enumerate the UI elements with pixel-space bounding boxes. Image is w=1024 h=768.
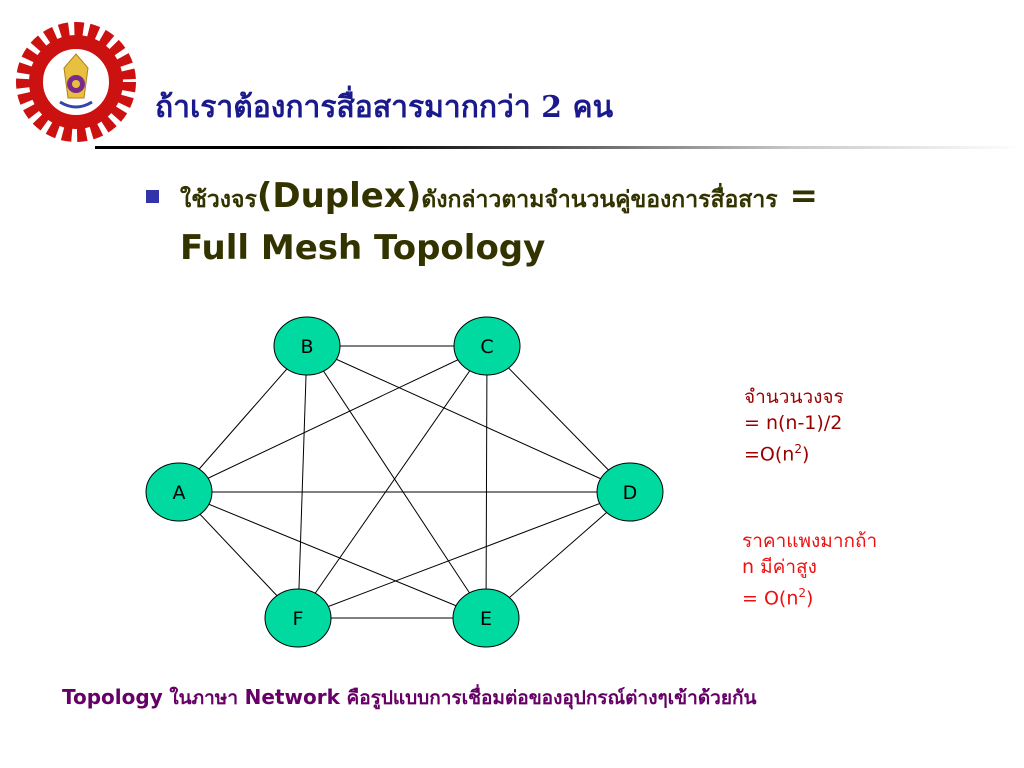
- circuit-count-formula: = n(n-1)/2: [744, 412, 843, 434]
- edge-A-C: [178, 345, 488, 493]
- node-E-label: E: [480, 608, 492, 630]
- node-E-shape: [452, 588, 520, 648]
- node-C-label: C: [480, 336, 493, 358]
- node-A-shape: [145, 462, 213, 522]
- computer-engineering-logo: [16, 22, 136, 142]
- edge-B-F: [297, 345, 308, 619]
- mesh-nodes: A B C D E F: [145, 316, 664, 648]
- node-D-shape: [596, 462, 664, 522]
- bullet-middle: ดังกล่าวตามจำนวนคู่ของการสื่อสาร: [421, 186, 778, 213]
- footer-text2: คือรูปแบบการเชื่อมต่อของอุปกรณ์ต่างๆเข้า…: [339, 687, 757, 709]
- footer-definition: Topology ในภาษา Network คือรูปแบบการเชื่…: [62, 683, 756, 713]
- edge-D-F: [297, 491, 631, 619]
- node-C-shape: [453, 316, 521, 376]
- node-F: F: [264, 588, 332, 648]
- node-D-label: D: [623, 482, 638, 504]
- edge-C-E: [485, 345, 488, 619]
- mesh-edges: [178, 345, 631, 619]
- footer-term-topology: Topology: [62, 685, 163, 709]
- edge-C-F: [297, 345, 488, 619]
- circuit-count-note: จำนวนวงจร = n(n-1)/2 =O(n2): [744, 384, 844, 467]
- node-A-label: A: [173, 482, 186, 504]
- node-B-shape: [273, 316, 341, 376]
- node-D: D: [596, 462, 664, 522]
- node-C: C: [453, 316, 521, 376]
- node-F-label: F: [293, 608, 304, 630]
- edge-A-E: [178, 491, 487, 619]
- bullet-prefix: ใช้วงจร: [180, 186, 257, 213]
- node-F-shape: [264, 588, 332, 648]
- title-underline: [95, 146, 1024, 149]
- edge-D-E: [485, 491, 631, 619]
- footer-text1: ในภาษา: [162, 687, 245, 709]
- gear-seal-icon: [16, 22, 136, 142]
- circuit-count-label: จำนวนวงจร: [744, 386, 844, 408]
- footer-term-network: Network: [244, 685, 340, 709]
- edge-C-D: [486, 345, 631, 493]
- edge-B-E: [306, 345, 487, 619]
- node-B-label: B: [300, 336, 313, 358]
- node-B: B: [273, 316, 341, 376]
- bullet-text: ใช้วงจร(Duplex)ดังกล่าวตามจำนวนคู่ของการ…: [180, 168, 818, 230]
- cost-line2: n มีค่าสูง: [742, 556, 817, 578]
- bullet-result: Full Mesh Topology: [180, 228, 546, 268]
- cost-note: ราคาแพงมากถ้า n มีค่าสูง = O(n2): [742, 528, 877, 611]
- circuit-count-complexity: =O(n2): [744, 442, 810, 466]
- node-E: E: [452, 588, 520, 648]
- slide-title: ถ้าเราต้องการสื่อสารมากกว่า 2 คน: [155, 90, 614, 125]
- edge-B-D: [306, 345, 631, 493]
- bullet-term: (Duplex): [256, 176, 422, 216]
- edge-A-B: [178, 345, 308, 493]
- cost-complexity: = O(n2): [742, 586, 814, 610]
- square-bullet-icon: [146, 190, 159, 203]
- cost-line1: ราคาแพงมากถ้า: [742, 530, 878, 552]
- node-A: A: [145, 462, 213, 522]
- bullet-equals: =: [777, 176, 818, 216]
